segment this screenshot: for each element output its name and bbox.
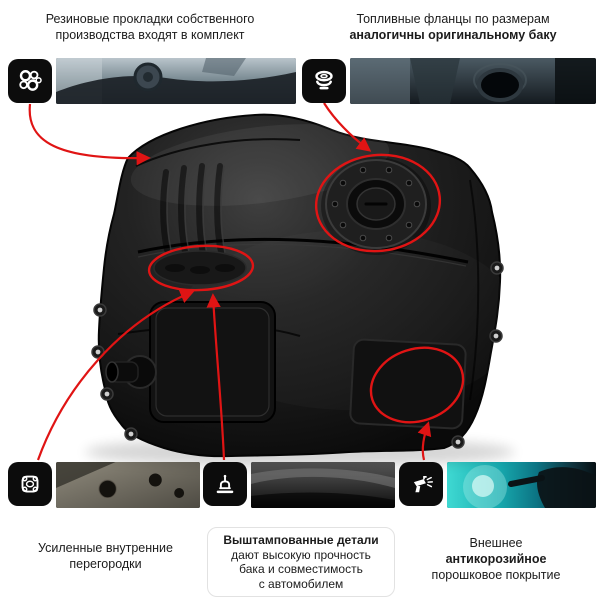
photo-tank-edge-art — [56, 58, 296, 104]
text-line: бака и совместимость — [239, 562, 363, 576]
text-line-bold: аналогичны оригинальному баку — [349, 28, 557, 42]
mounting-tabs — [91, 261, 504, 449]
text-line: Резиновые прокладки собственного — [45, 12, 255, 26]
text-line: Топливные фланцы по размерам — [356, 12, 550, 26]
flange-glyph — [315, 70, 333, 90]
text-line: Внешнее — [469, 536, 523, 550]
photo-flange-opening — [350, 58, 596, 104]
flange-icon — [302, 59, 346, 103]
tank-sump-edge — [155, 307, 270, 417]
text-line: перегородки — [69, 557, 142, 571]
gaskets-glyph — [19, 70, 42, 91]
tank-body — [91, 113, 504, 458]
photo-tank-edge — [56, 58, 296, 104]
photo-stamped-art — [251, 462, 395, 508]
callout-baffles-text: Усиленные внутренние перегородки — [8, 540, 203, 572]
baffle-glyph — [21, 475, 39, 493]
text-line: производства входят в комплект — [55, 28, 245, 42]
text-line-bold: Выштампованные детали — [223, 533, 379, 547]
spray-gun-icon — [399, 462, 443, 506]
photo-internal-baffles — [56, 462, 200, 508]
photo-flange-art — [350, 58, 596, 104]
stamped-part-icon — [203, 462, 247, 506]
spray-gun-glyph — [413, 476, 433, 493]
photo-stamped-detail — [251, 462, 395, 508]
text-line: дают высокую прочность — [231, 547, 371, 562]
filler-stub — [105, 355, 157, 389]
arrow-stamped — [206, 293, 226, 461]
callout-stamped-text: Выштампованные детали дают высокую прочн… — [207, 527, 395, 597]
tank-sump — [149, 301, 276, 423]
highlight-flange — [314, 153, 442, 253]
stamped-glyph — [216, 474, 234, 494]
gaskets-icon — [8, 59, 52, 103]
callout-flange-text: Топливные фланцы по размерам аналогичны … — [322, 11, 584, 43]
baffle-gasket-icon — [8, 462, 52, 506]
photo-powder-coating — [447, 462, 596, 508]
callout-coating-text: Внешнее антикорозийное порошковое покрыт… — [398, 535, 594, 583]
text-line-bold: антикорозийное — [445, 552, 547, 566]
stamped-recess — [153, 250, 247, 286]
arrow-coating — [417, 421, 432, 461]
fuel-pump-flange — [321, 157, 431, 255]
text-line: Усиленные внутренние — [38, 541, 173, 555]
text-line: порошковое покрытие — [431, 568, 561, 582]
tank-ribs — [160, 163, 226, 257]
tank-recess-right — [349, 338, 467, 430]
arrow-baffles — [36, 289, 195, 461]
photo-baffles-art — [56, 462, 200, 508]
arrow-flange — [323, 102, 372, 152]
callout-gaskets-text: Резиновые прокладки собственного произво… — [12, 11, 288, 43]
highlight-recess — [369, 346, 465, 424]
arrow-gaskets — [28, 103, 151, 166]
photo-coating-art — [447, 462, 596, 508]
text-line: с автомобилем — [258, 576, 344, 591]
highlight-stamped-area — [147, 244, 255, 292]
